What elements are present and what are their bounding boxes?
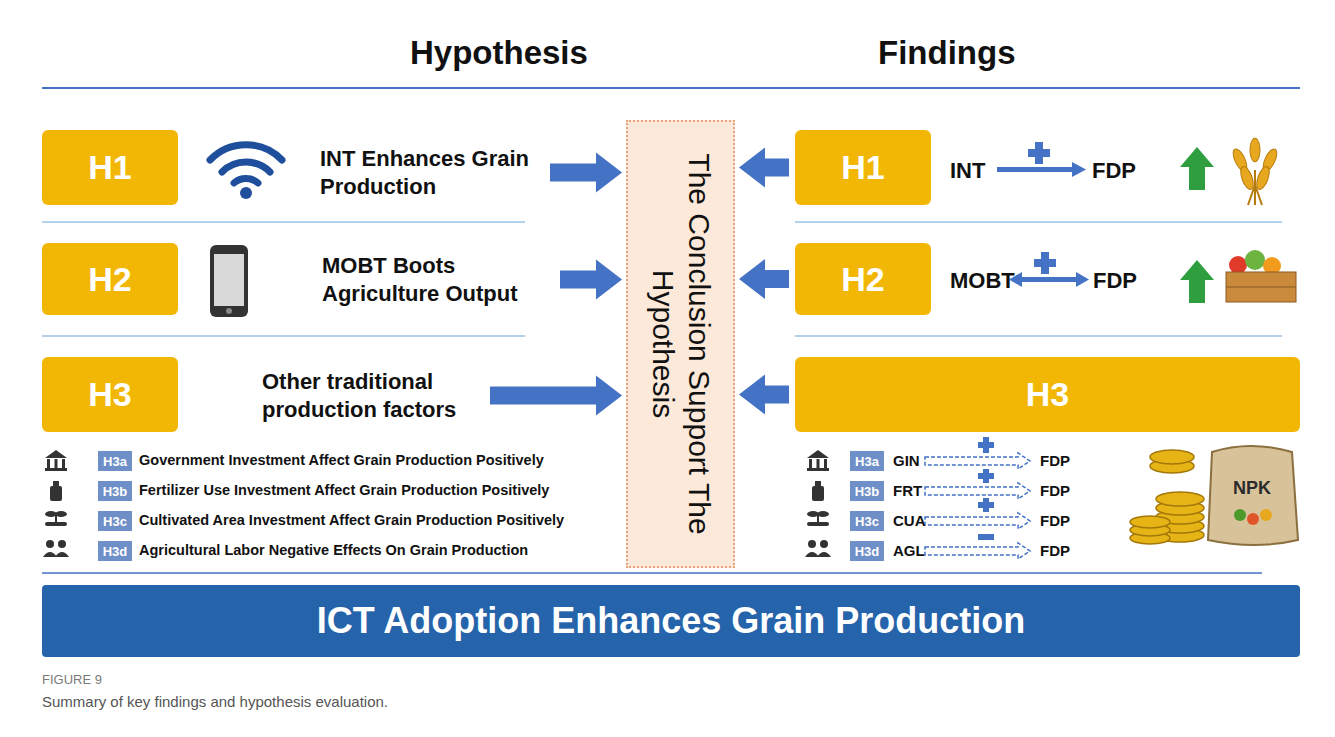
figure-number: FIGURE 9	[42, 672, 102, 687]
finding-arrow	[1009, 252, 1089, 287]
node-text: H3c	[855, 514, 879, 529]
people-icon	[805, 540, 831, 557]
hypothesis-tag: H2	[795, 243, 931, 315]
node-text: H3d	[855, 544, 880, 559]
rule-line	[795, 335, 1282, 337]
column-heading: Hypothesis	[410, 34, 588, 72]
node-text: MOBT Boots Agriculture Output	[322, 252, 552, 307]
block-arrow	[739, 259, 789, 299]
column-heading: Findings	[878, 34, 1015, 72]
hypothesis-statement: Other traditional production factors	[262, 368, 482, 423]
hypothesis-tag: H3	[42, 357, 178, 432]
bank-icon	[45, 450, 67, 471]
node-text: H2	[88, 260, 131, 299]
node-text: H3	[88, 375, 131, 414]
sub-hypothesis-tag: H3d	[850, 541, 884, 561]
crate-icon	[1226, 250, 1296, 302]
label-text: Agricultural Labor Negative Effects On G…	[139, 542, 528, 558]
up-arrow-icon	[1180, 147, 1214, 190]
hypothesis-tag: H1	[42, 130, 178, 205]
bag-dots	[1234, 509, 1272, 525]
bank-icon	[807, 450, 829, 471]
finding-arrow	[997, 142, 1086, 177]
sub-hypothesis-tag: H3c	[850, 511, 884, 531]
label-text: INT	[950, 158, 985, 184]
sub-hypothesis-tag: H3b	[98, 481, 132, 501]
node-text: H3a	[855, 454, 879, 469]
sprayer-icon	[812, 481, 824, 501]
label-text: FDP	[1040, 512, 1070, 529]
hypothesis-tag: H3	[795, 357, 1300, 432]
block-arrow	[560, 260, 622, 300]
coins-icon	[1130, 450, 1204, 544]
label-text: Fertilizer Use Investment Affect Grain P…	[139, 482, 549, 498]
node-text: H3b	[103, 484, 128, 499]
node-text: ICT Adoption Enhances Grain Production	[317, 600, 1026, 642]
node-text: H3	[1026, 375, 1069, 414]
up-arrow-icon	[1180, 260, 1214, 303]
node-text: H3a	[103, 454, 127, 469]
rule-line	[42, 335, 525, 337]
dashed-arrow	[925, 453, 1030, 559]
block-arrow	[739, 375, 789, 415]
wheat-icon	[1230, 138, 1279, 205]
sprayer-icon	[50, 481, 62, 501]
label-text: FDP	[1040, 542, 1070, 559]
phone-icon	[210, 245, 248, 317]
plant-icon	[807, 511, 829, 526]
rule-line	[42, 572, 1262, 574]
label-text: GIN	[893, 452, 920, 469]
sub-hypothesis-tag: H3c	[98, 511, 132, 531]
hypothesis-tag: H2	[42, 243, 178, 315]
rule-line	[42, 87, 1300, 89]
sub-hypothesis-tag: H3d	[98, 541, 132, 561]
label-text: Government Investment Affect Grain Produ…	[139, 452, 544, 468]
node-text: H3d	[103, 544, 128, 559]
node-text: H1	[841, 148, 884, 187]
node-text: H3c	[103, 514, 127, 529]
plant-icon	[45, 511, 67, 526]
block-arrow	[739, 148, 789, 188]
label-text: Cultivated Area Investment Affect Grain …	[139, 512, 564, 528]
node-text: H1	[88, 148, 131, 187]
block-arrow	[490, 376, 622, 416]
people-icon	[43, 540, 69, 557]
wifi-icon	[240, 187, 252, 199]
block-arrow	[550, 153, 622, 193]
sub-hypothesis-tag: H3a	[98, 451, 132, 471]
label-text: FDP	[1092, 158, 1136, 184]
rule-line	[42, 221, 525, 223]
node-text: The Conclusion Support The Hypothesis	[645, 124, 717, 564]
rule-line	[795, 221, 1282, 223]
node-text: Other traditional production factors	[262, 368, 482, 423]
label-text: MOBT	[950, 268, 1015, 294]
hypothesis-statement: INT Enhances Grain Production	[320, 145, 542, 200]
label-text: CUA	[893, 512, 926, 529]
hypothesis-statement: MOBT Boots Agriculture Output	[322, 252, 552, 307]
label-text: NPK	[1233, 478, 1271, 499]
wifi-icon	[210, 145, 282, 183]
figure-caption: Summary of key findings and hypothesis e…	[42, 693, 388, 710]
sign-symbol	[978, 437, 994, 540]
label-text: FDP	[1040, 452, 1070, 469]
node-text: H2	[841, 260, 884, 299]
node-text: INT Enhances Grain Production	[320, 145, 542, 200]
sub-hypothesis-tag: H3a	[850, 451, 884, 471]
fertilizer-bag	[1208, 446, 1298, 545]
hypothesis-tag: H1	[795, 130, 931, 205]
conclusion-banner: ICT Adoption Enhances Grain Production	[42, 585, 1300, 657]
label-text: AGL	[893, 542, 925, 559]
label-text: FDP	[1040, 482, 1070, 499]
node-text: H3b	[855, 484, 880, 499]
label-text: FRT	[893, 482, 922, 499]
label-text: FDP	[1093, 268, 1137, 294]
conclusion-box: The Conclusion Support The Hypothesis	[626, 120, 735, 568]
sub-hypothesis-tag: H3b	[850, 481, 884, 501]
